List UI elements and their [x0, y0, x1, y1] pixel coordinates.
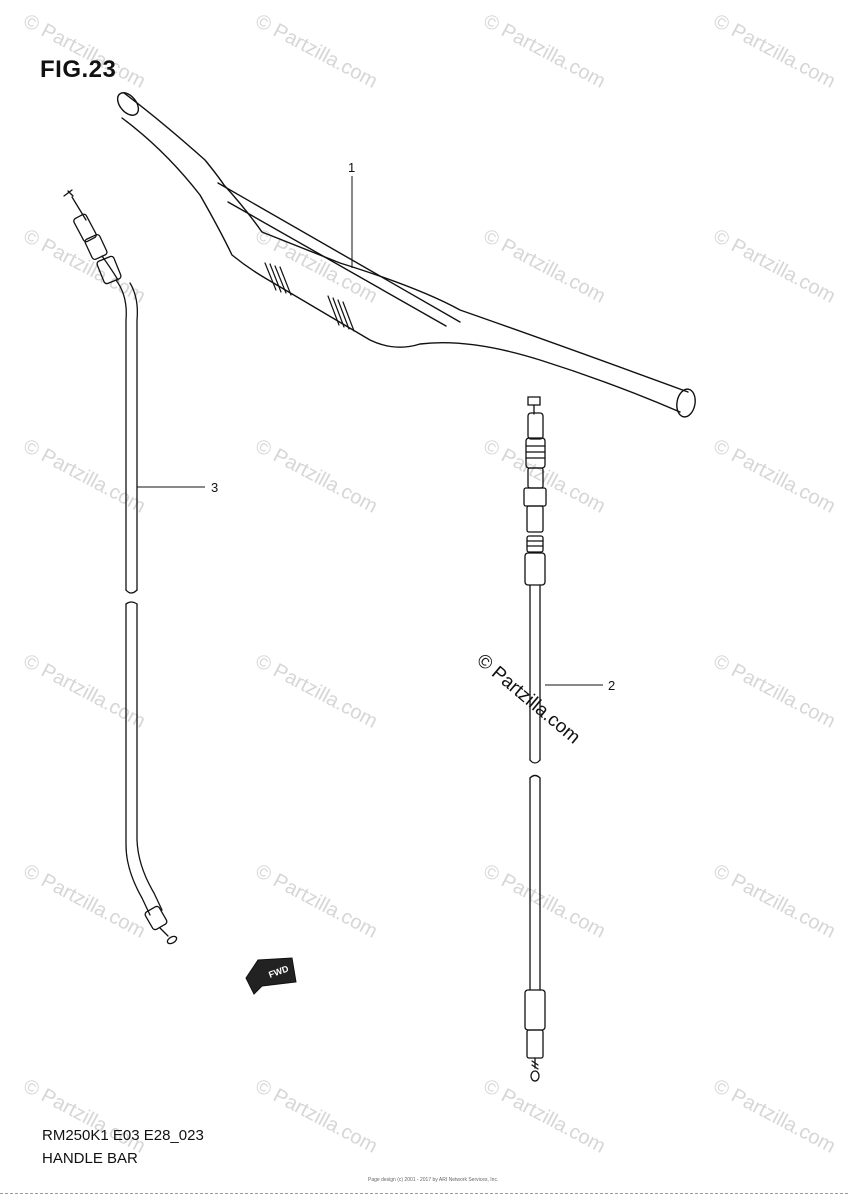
clutch-cable[interactable]	[63, 189, 178, 945]
figure-caption: HANDLE BAR	[42, 1150, 138, 1167]
callout-2: 2	[608, 678, 616, 693]
callout-1: 1	[348, 160, 356, 175]
callout-3: 3	[211, 480, 219, 495]
figure-title: FIG.23	[40, 56, 117, 83]
leader-lines	[137, 176, 603, 686]
page-divider	[0, 1193, 848, 1194]
handle-bar[interactable]	[114, 89, 698, 418]
throttle-cable[interactable]	[523, 396, 547, 1082]
model-code: RM250K1 E03 E28_023	[42, 1127, 204, 1144]
fwd-arrow-icon: FWD	[245, 957, 297, 995]
footer-credit: Page design (c) 2001 - 2017 by ARI Netwo…	[368, 1177, 499, 1183]
